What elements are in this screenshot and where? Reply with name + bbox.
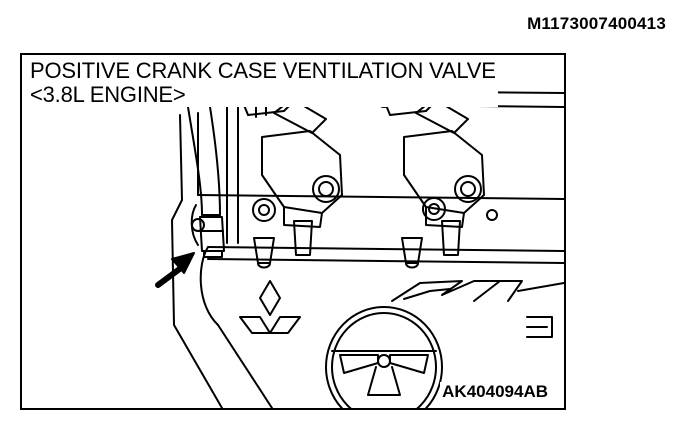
figure-frame: POSITIVE CRANK CASE VENTILATION VALVE <3… (20, 53, 566, 410)
document-id: M1173007400413 (527, 14, 666, 33)
figure-code: AK404094AB (440, 382, 550, 402)
valve-cover-body (171, 96, 273, 408)
pcv-valve (190, 204, 225, 258)
oil-filler-cap (325, 306, 443, 408)
ignition-coil-1 (239, 90, 343, 228)
pointer-arrow (155, 252, 195, 288)
figure-title: POSITIVE CRANK CASE VENTILATION VALVE <3… (30, 59, 498, 107)
engine-illustration (155, 89, 564, 408)
pcv-hose (187, 106, 221, 216)
cover-bolts (191, 197, 498, 232)
title-line-2: <3.8L ENGINE> (30, 82, 186, 107)
valve-cover-top-rails (197, 89, 564, 264)
brand-logo-diamonds (239, 280, 301, 334)
cover-lettering (391, 280, 564, 338)
title-line-1: POSITIVE CRANK CASE VENTILATION VALVE (30, 58, 496, 83)
plug-boots (253, 220, 461, 269)
